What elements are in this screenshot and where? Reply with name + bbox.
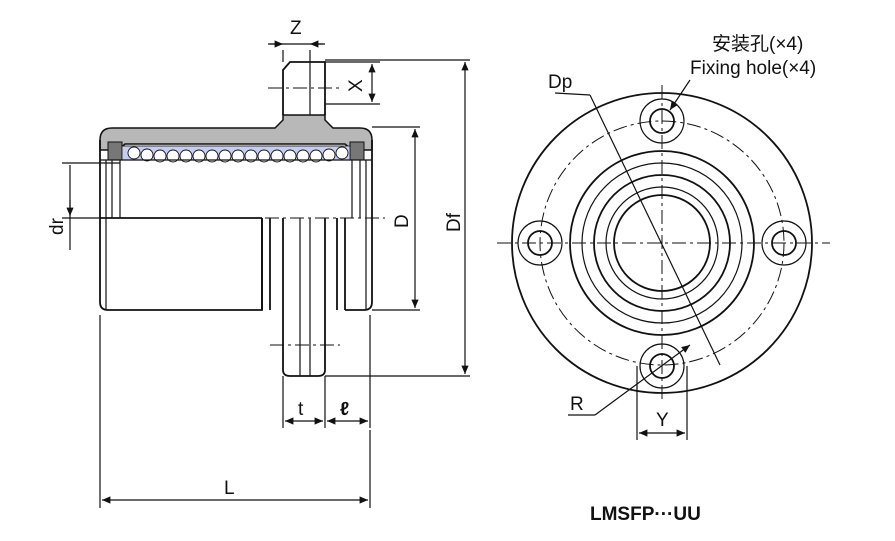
dim-df: Df bbox=[444, 212, 465, 232]
side-view bbox=[90, 61, 385, 377]
dim-y: Y bbox=[656, 410, 669, 431]
body-outline bbox=[99, 140, 263, 311]
dim-z: Z bbox=[290, 18, 302, 39]
dimensions-side bbox=[62, 40, 470, 508]
retainer-right bbox=[349, 141, 365, 161]
dim-l: L bbox=[224, 478, 235, 499]
flange-outer bbox=[511, 92, 813, 394]
pitch-circle bbox=[539, 120, 785, 366]
dim-dr: dr bbox=[47, 217, 68, 235]
shell-section bbox=[99, 114, 373, 151]
front-view bbox=[497, 79, 830, 440]
flange-lower bbox=[282, 218, 326, 377]
dim-r: R bbox=[570, 394, 584, 415]
fixing-hole-en: Fixing hole(×4) bbox=[690, 58, 816, 79]
dim-t: t bbox=[298, 399, 304, 420]
dp-line bbox=[589, 94, 721, 366]
flange-tab bbox=[282, 61, 326, 115]
retainer-left bbox=[107, 141, 123, 161]
dim-d: D bbox=[392, 214, 413, 228]
dim-dp: Dp bbox=[548, 72, 572, 93]
ball-row bbox=[127, 146, 349, 163]
dim-l-small: ℓ bbox=[340, 399, 349, 420]
mounting-holes bbox=[517, 98, 807, 389]
fixing-hole-cn: 安装孔(×4) bbox=[712, 33, 803, 55]
model-label: LMSFP···UU bbox=[590, 504, 701, 525]
dim-x: X bbox=[346, 79, 367, 92]
